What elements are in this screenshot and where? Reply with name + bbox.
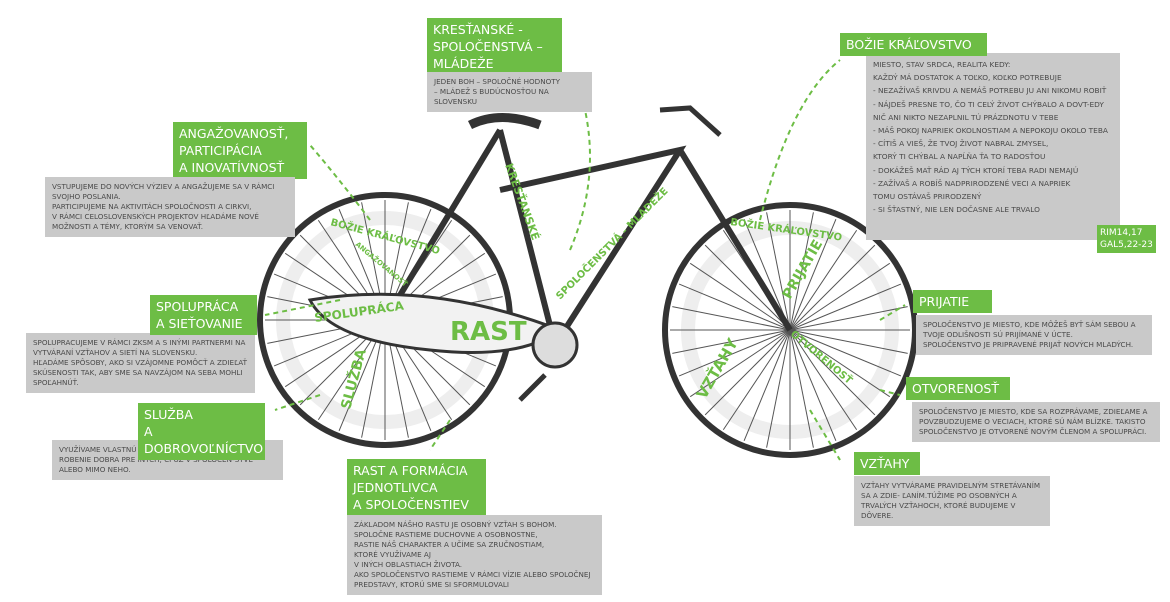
wheel-spoke <box>672 329 791 354</box>
wheel-spoke <box>789 329 908 354</box>
wheel-spoke <box>743 218 791 331</box>
bike-label-spolocenstva: SPOLOČENSTVÁ - MLÁDEŽE <box>553 184 671 302</box>
krestanske-title: KRESŤANSKÉ - SPOLOČENSTVÁ – MLÁDEŽE <box>427 18 562 75</box>
wheel-spoke <box>789 329 858 431</box>
wheel-spoke <box>722 329 791 431</box>
pedal-arm <box>518 373 547 402</box>
vztahy-title: VZŤAHY <box>854 452 920 475</box>
wheel-spoke <box>789 329 891 398</box>
vztahy-text: VZŤAHY VYTVÁRAME PRAVIDELNÝM STRETÁVANÍM… <box>854 476 1050 526</box>
bike-label-sluzba: SLUŽBA <box>337 347 369 411</box>
prijatie-title: PRIJATIE <box>913 290 992 313</box>
chainring <box>531 321 579 369</box>
sluzba-title: SLUŽBA A DOBROVOĽNÍCTVO <box>138 403 265 460</box>
rast-text: ZÁKLADOM NÁŠHO RASTU JE OSOBNÝ VZŤAH S B… <box>347 515 602 595</box>
wheel-spoke <box>789 329 837 442</box>
wheel-spoke <box>789 262 891 331</box>
wheel-spoke <box>704 329 791 416</box>
rast-title: RAST A FORMÁCIA JEDNOTLIVCA A SPOLOČENST… <box>347 459 486 516</box>
handlebar <box>659 105 722 137</box>
wheel-spoke <box>789 283 902 331</box>
wheel-spoke <box>766 212 791 331</box>
wheel-spoke <box>789 229 858 331</box>
wheel-spoke <box>789 329 876 416</box>
otvorenost-title: OTVORENOSŤ <box>906 377 1010 400</box>
bike-label-rast: RAST <box>450 317 527 347</box>
bible-reference-tag: RIM14,17 GAL5,22-23 <box>1097 225 1156 253</box>
saddle <box>467 113 542 130</box>
bozie-text: MIESTO, STAV SRDCA, REALITA KEDY: KAŽDÝ … <box>866 53 1120 240</box>
front-wheel <box>662 202 918 458</box>
prijatie-text: SPOLOČENSTVO JE MIESTO, KDE MÔŽEŠ BYŤ SÁ… <box>916 315 1152 355</box>
wheel-spoke <box>689 262 791 331</box>
wheel-spoke <box>789 329 814 448</box>
bike-label-prijatie: PRIJATIE <box>780 237 827 302</box>
otvorenost-text: SPOLOČENSTVO JE MIESTO, KDE SA ROZPRÁVAM… <box>912 402 1160 442</box>
angazovanost-title: ANGAŽOVANOSŤ, PARTICIPÁCIA A INOVATÍVNOS… <box>173 122 307 179</box>
wheel-spoke <box>689 329 791 398</box>
wheel-spoke <box>743 329 791 442</box>
wheel-spoke <box>678 329 791 377</box>
wheel-spoke <box>789 306 908 331</box>
wheel-spoke <box>789 218 837 331</box>
bike-label-krestanske: KRESŤANSKÉ <box>502 162 542 242</box>
wheel-spoke <box>704 244 791 331</box>
wheel-spoke <box>789 329 902 377</box>
bozie-title: BOŽIE KRÁĽOVSTVO <box>840 33 987 56</box>
spolupraca-title: SPOLUPRÁCA A SIEŤOVANIE <box>150 295 257 335</box>
krestanske-text: JEDEN BOH – SPOLOČNÉ HODNOTY – MLÁDEŽ S … <box>427 72 592 112</box>
wheel-spoke <box>789 244 876 331</box>
angazovanost-text: VSTUPUJEME DO NOVÝCH VÝZIEV A ANGAŽUJEME… <box>45 177 295 237</box>
spolupraca-text: SPOLUPRACUJEME V RÁMCI ZKSM A S INÝMI PA… <box>26 333 255 393</box>
wheel-spoke <box>766 329 791 448</box>
wheel-spoke <box>789 212 814 331</box>
wheel-spoke <box>672 306 791 331</box>
wheel-spoke <box>678 283 791 331</box>
